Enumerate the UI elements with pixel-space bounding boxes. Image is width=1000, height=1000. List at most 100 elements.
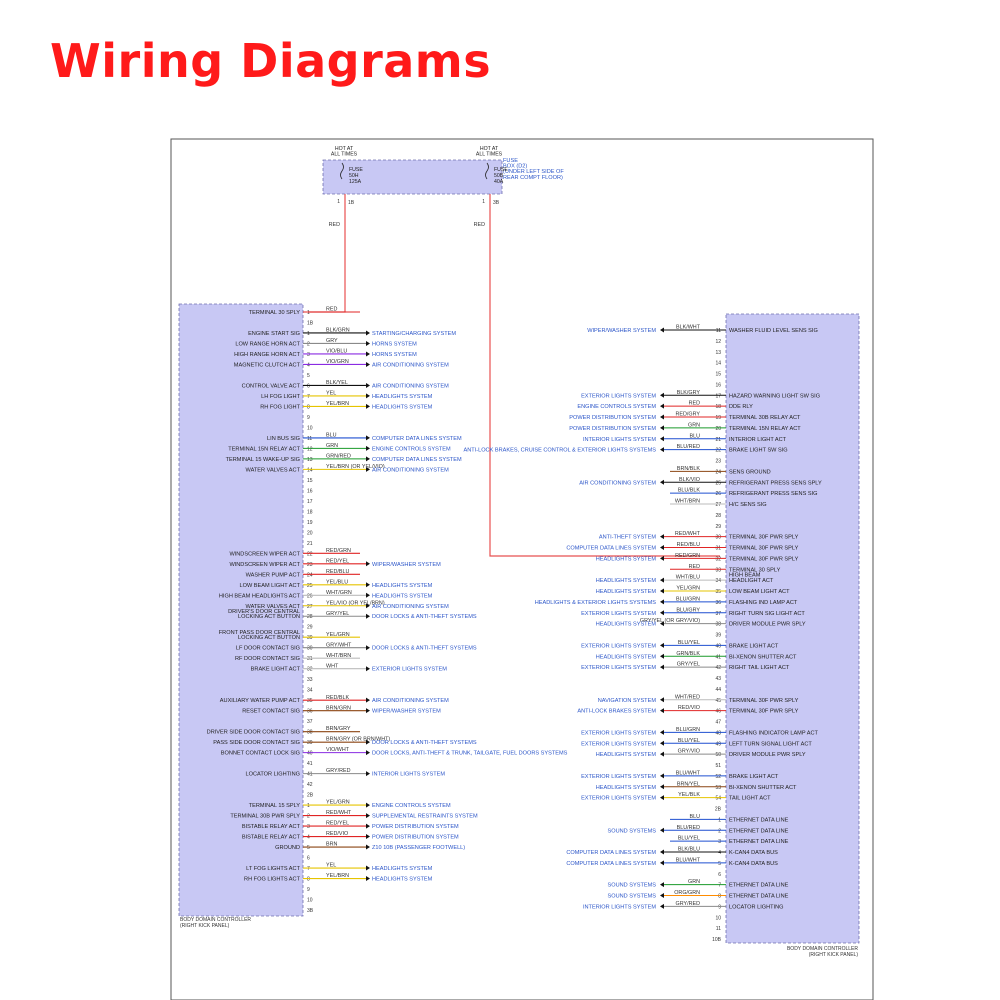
signal-label: DRIVER MODULE PWR SPLY [729,752,806,758]
wire-color-label: BLU/YEL [678,738,700,744]
arrow-icon [366,435,370,441]
system-link: POWER DISTRIBUTION SYSTEM [569,426,656,432]
wire-color-label: BLK/WHT [676,325,701,331]
wire-color-label: RED/GRN [326,548,351,554]
arrow-icon [366,330,370,336]
system-link: AIR CONDITIONING SYSTEM [372,383,449,389]
system-link: ANTI-LOCK BRAKES, CRUISE CONTROL & EXTER… [463,448,656,454]
arrow-icon [660,795,664,801]
signal-label: WATER VALVES ACT [246,604,301,610]
pin-number: 6 [307,383,310,389]
pin-number: 4 [718,850,721,856]
signal-label: HEADLIGHT ACT [729,578,774,584]
fuse-label: 50H [349,173,359,179]
pin-number: 10 [715,915,721,921]
wire-color-label: BLU/WHT [676,857,701,863]
wire-color-label: GRY/RED [676,901,701,907]
wire-color-label: BLU/WHT [676,770,701,776]
pin-number: 1 [307,803,310,809]
pin-number: 30 [715,535,721,541]
signal-label: RH FOG LIGHTS ACT [244,877,301,883]
system-link: WIPER/WASHER SYSTEM [587,328,656,334]
pin-number: 7 [307,394,310,400]
fuse-icon [485,162,489,180]
arrow-icon [366,361,370,367]
wire-color-label: YEL/BRN (OR YEL/VIO) [326,464,385,470]
wire-color-label: BLU [690,814,701,820]
system-link: POWER DISTRIBUTION SYSTEM [569,415,656,421]
hot-at-all-times-label: HOT AT [480,146,499,152]
pin-number: 27 [715,502,721,508]
right-module-name: (RIGHT KICK PANEL) [809,952,859,958]
fuse-label: FUSE [494,167,508,173]
signal-label: TERMINAL 15N RELAY ACT [729,426,801,432]
system-link: COMPUTER DATA LINES SYSTEM [566,850,656,856]
wire-color-label: ORG/GRN [674,890,700,896]
arrow-icon [660,447,664,453]
wire-color-label: RED/YEL [326,821,349,827]
system-link: SOUND SYSTEMS [608,894,657,900]
pin-number: 19 [715,415,721,421]
arrow-icon [366,708,370,714]
system-link: DOOR LOCKS, ANTI-THEFT & TRUNK, TAILGATE… [372,751,568,757]
wire-color-label: YEL/GRN [676,586,700,592]
pin-number: 17 [715,393,721,399]
signal-label: MAGNETIC CLUTCH ACT [234,362,301,368]
wire-color-label: BRN/YEL [677,781,700,787]
wire-color-label: BLU [690,433,701,439]
system-link: HEADLIGHTS SYSTEM [596,654,657,660]
signal-label: BONNET CONTACT LOCK SIG [221,751,300,757]
power-wire-3b [489,194,720,557]
wire-color-label: YEL/VIO (OR YEL/BRN) [326,600,385,606]
arrow-icon [366,466,370,472]
pin-number: 32 [307,667,313,673]
signal-label: TERMINAL 15N RELAY ACT [228,446,300,452]
system-link: HEADLIGHTS SYSTEM [372,404,433,410]
signal-label: REFRIGERANT PRESS SENS SIG [729,491,817,497]
pin-number: 9 [307,415,310,421]
wire-color-label: YEL [326,863,336,869]
signal-label: HIGH BEAM HEADLIGHTS ACT [219,593,301,599]
signal-label: LT FOG LIGHTS ACT [246,866,300,872]
arrow-icon [366,645,370,651]
pin-number: 39 [715,633,721,639]
fuse-label: 50B [494,173,504,179]
pin-number: 24 [715,469,721,475]
signal-label: LIN BUS SIG [267,436,300,442]
system-link: EXTERIOR LIGHTS SYSTEM [581,393,656,399]
wire-color-label: BLU/YEL [678,640,700,646]
system-link: EXTERIOR LIGHTS SYSTEM [581,730,656,736]
system-link: STARTING/CHARGING SYSTEM [372,331,456,337]
system-link: COMPUTER DATA LINES SYSTEM [372,436,462,442]
wire-color-label: GRN [688,879,700,885]
pin-number: 3 [307,352,310,358]
wire-color-label: WHT/RED [675,694,700,700]
pin-number: 24 [307,572,313,578]
arrow-icon [660,479,664,485]
signal-label: TERMINAL 15 SPLY [249,803,301,809]
system-link: AIR CONDITIONING SYSTEM [372,604,449,610]
signal-label: WINDSCREEN WIPER ACT [229,551,300,557]
fuse-pin-number: 1 [482,199,485,205]
arrow-icon [366,561,370,567]
pin-number: 9 [307,887,310,893]
pin-number: 2 [718,828,721,834]
pin-number: 45 [715,698,721,704]
left-module-group: BODY DOMAIN CONTROLLER(RIGHT KICK PANEL)… [178,303,568,929]
pin-number: 27 [307,604,313,610]
pin-number: 22 [715,448,721,454]
signal-label: TERMINAL 30F PWR SPLY [729,535,799,541]
pin-number: 42 [307,782,313,788]
pin-number: 3 [307,824,310,830]
arrow-icon [660,729,664,735]
pin-number: 23 [715,459,721,465]
pin-number: 41 [715,654,721,660]
signal-label: RIGHT TURN SIG LIGHT ACT [729,611,805,617]
system-link: NAVIGATION SYSTEM [598,698,657,704]
left-module-name: (RIGHT KICK PANEL) [180,923,230,929]
system-link: HEADLIGHTS & EXTERIOR LIGHTS SYSTEMS [535,600,656,606]
wire-color-label: RED/WHT [326,810,352,816]
system-link: HEADLIGHTS SYSTEM [596,785,657,791]
signal-label: TERMINAL 30 SPLY [729,567,781,573]
